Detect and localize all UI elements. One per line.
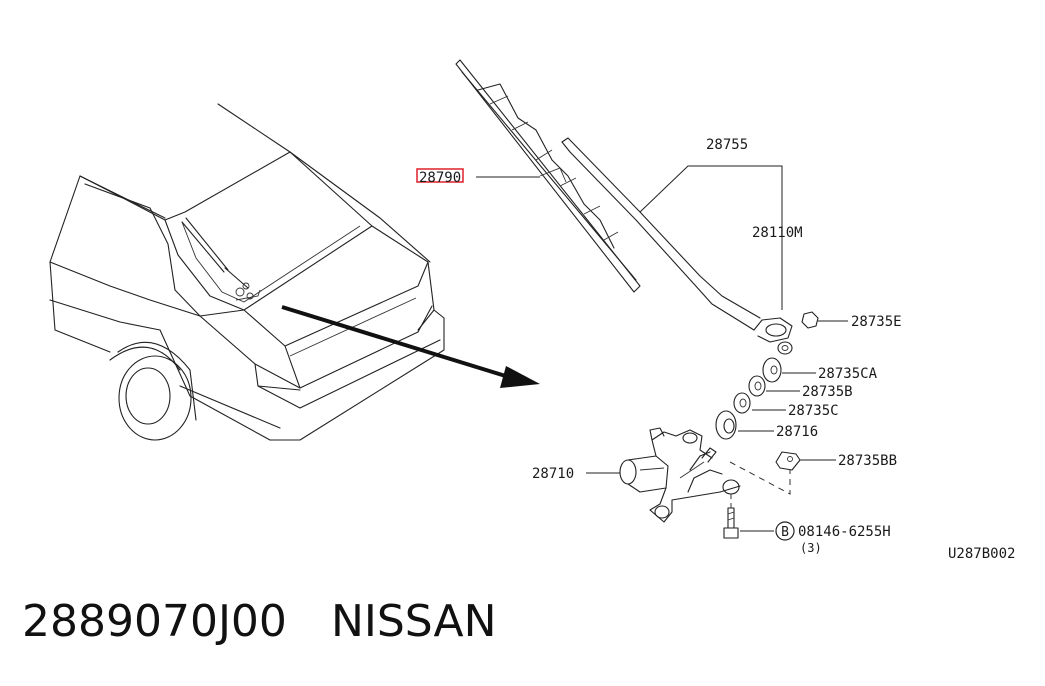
bolt-badge-circle [775, 521, 795, 541]
figure-code: U287B002 [948, 546, 1015, 562]
label-cap-nut: 28735E [851, 314, 902, 330]
label-arm-sub: 28110M [752, 225, 803, 241]
clip-dashed-line [729, 461, 791, 495]
label-washer-b: 28735B [802, 384, 853, 400]
part-number: 2889070J00 [22, 596, 287, 647]
highlight-box [416, 168, 464, 183]
label-bolt-qty: (3) [800, 541, 822, 555]
label-washer-ca: 28735CA [818, 366, 878, 382]
label-blade: 28790 [419, 170, 461, 186]
label-clip: 28735BB [838, 453, 897, 469]
wiper-arm [561, 137, 793, 355]
footer: 2889070J00 NISSAN [22, 596, 541, 647]
wiper-blade [455, 59, 641, 293]
leader-lines [476, 165, 848, 532]
bolt-badge-letter: B [781, 525, 789, 540]
brand-name: NISSAN [330, 596, 497, 647]
label-arm: 28755 [706, 137, 748, 153]
label-bushing: 28716 [776, 424, 818, 440]
bolt [723, 507, 739, 539]
label-washer-c: 28735C [788, 403, 839, 419]
label-motor: 28710 [532, 466, 574, 482]
wiper-motor [619, 427, 741, 523]
car-rear-illustration [49, 103, 540, 441]
label-bolt: 08146-6255H [798, 524, 891, 540]
